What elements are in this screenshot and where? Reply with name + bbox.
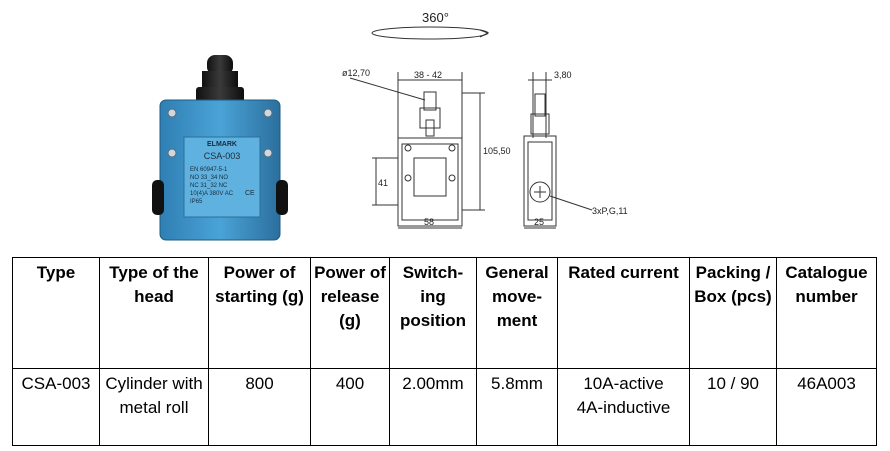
header-power-start: Power of starting (g) <box>208 257 311 369</box>
cell-head: Cylinder with metal roll <box>99 368 209 446</box>
plate-line: IP65 <box>190 199 203 205</box>
rotation-arrow-icon <box>479 29 490 38</box>
current-active: 10A-active <box>583 374 664 393</box>
dim-total-height: 105,50 <box>483 146 511 156</box>
side-view <box>523 72 593 229</box>
table-row: CSA-003 Cylinder with metal roll 800 400… <box>12 368 877 446</box>
cell-switch-position: 2.00mm <box>389 368 477 446</box>
dim-roller-diameter: ø12,70 <box>342 68 370 78</box>
plate-line: 10(4)A 380V AC <box>190 191 234 197</box>
cell-power-start: 800 <box>208 368 311 446</box>
table-header-row: Type Type of the head Power of starting … <box>12 257 877 369</box>
rotation-label: 360° <box>422 10 449 25</box>
dim-cable-entry: 3xP,G,11 <box>592 206 628 216</box>
header-switch-position: Switch-ing position <box>389 257 477 369</box>
header-type: Type <box>12 257 100 369</box>
front-view <box>349 72 485 229</box>
header-catalogue: Catalogue number <box>776 257 877 369</box>
dim-side-offset: 3,80 <box>554 70 572 80</box>
plate-line: EN 60947-5-1 <box>190 167 228 173</box>
header-movement: General move-ment <box>476 257 558 369</box>
dim-body-width: 58 <box>424 217 434 227</box>
technical-drawing: 360° ø12,70 38 - 42 105,50 41 58 <box>342 10 628 229</box>
cell-packing: 10 / 90 <box>689 368 777 446</box>
header-power-release: Power of release (g) <box>310 257 390 369</box>
plate-line: NC 31_32 NC <box>190 183 228 189</box>
plate-line: NO 33_34 NO <box>190 175 228 181</box>
cell-power-release: 400 <box>310 368 390 446</box>
header-current: Rated current <box>557 257 690 369</box>
cell-current: 10A-active 4A-inductive <box>557 368 690 446</box>
dim-side-depth: 25 <box>534 217 544 227</box>
product-photo: ELMARK CSA-003 EN 60947-5-1 NO 33_34 NO … <box>152 55 288 241</box>
cell-type: CSA-003 <box>12 368 100 446</box>
brand-label: ELMARK <box>207 141 237 148</box>
header-packing: Packing / Box (pcs) <box>689 257 777 369</box>
cell-movement: 5.8mm <box>476 368 558 446</box>
spec-table: Type Type of the head Power of starting … <box>12 257 877 446</box>
header-head: Type of the head <box>99 257 209 369</box>
ce-mark: CE <box>245 190 255 197</box>
dim-head-width: 38 - 42 <box>414 70 442 80</box>
current-inductive: 4A-inductive <box>576 398 671 417</box>
model-label: CSA-003 <box>204 151 241 161</box>
cell-catalogue: 46A003 <box>776 368 877 446</box>
dim-mount-height: 41 <box>378 178 388 188</box>
